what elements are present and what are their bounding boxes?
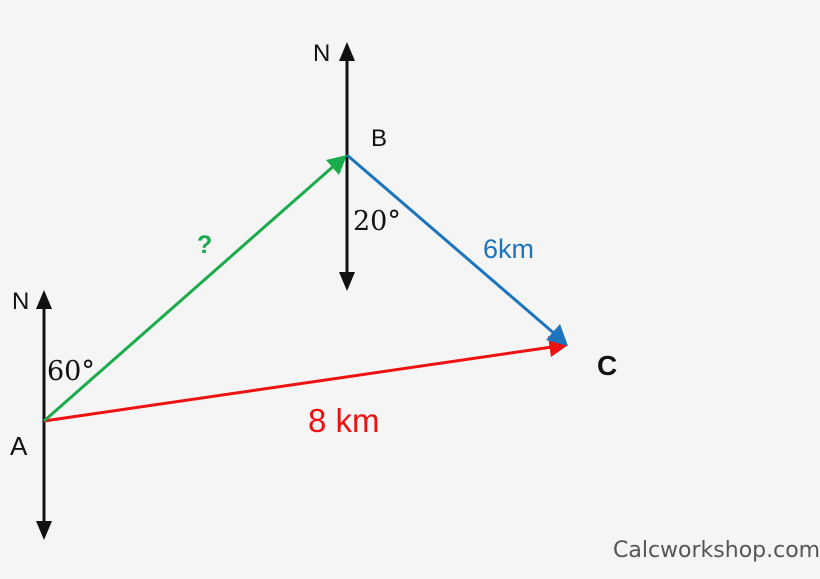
south-arrowhead-icon xyxy=(36,521,52,540)
vector-ab xyxy=(43,155,347,423)
point-label-a: A xyxy=(10,431,28,461)
north-arrowhead-icon xyxy=(36,290,52,309)
north-label-a: N xyxy=(12,288,30,315)
north-axis-b xyxy=(339,42,355,291)
arrowhead-icon xyxy=(546,324,568,346)
angle-label-b: 20° xyxy=(353,206,401,237)
arrowhead-icon xyxy=(326,155,347,175)
vector-label-ac: 8 km xyxy=(308,402,380,439)
north-arrowhead-icon xyxy=(339,42,355,61)
vector-bc xyxy=(346,153,568,346)
angle-label-a: 60° xyxy=(47,356,95,387)
vector-label-bc: 6km xyxy=(483,234,535,264)
north-label-b: N xyxy=(313,40,331,67)
point-label-c: C xyxy=(597,350,618,381)
north-axis-a xyxy=(36,290,52,540)
vector-ac xyxy=(43,336,568,423)
south-arrowhead-icon xyxy=(339,272,355,291)
vector-label-ab: ? xyxy=(197,231,213,259)
watermark: Calcworkshop.com xyxy=(613,538,820,563)
point-label-b: B xyxy=(371,125,388,152)
